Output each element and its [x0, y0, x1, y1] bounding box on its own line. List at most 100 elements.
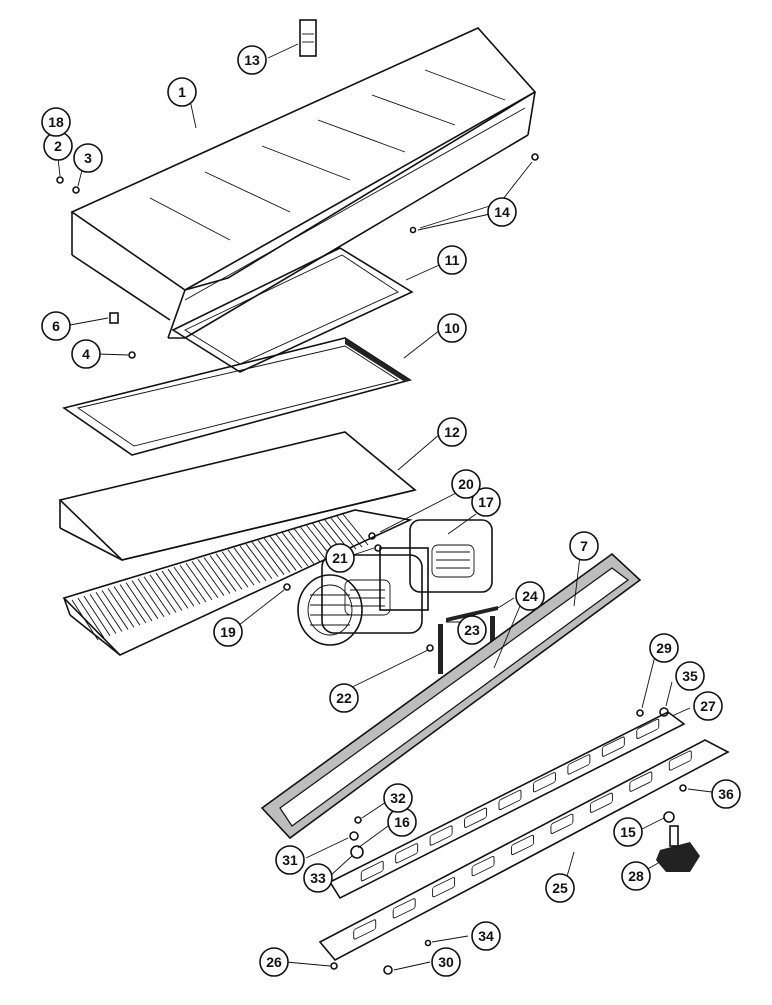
callout-circle [569, 531, 599, 561]
rail-window [636, 718, 660, 739]
callout-33: 33 [303, 863, 333, 893]
callout-36: 36 [711, 779, 741, 809]
louver-slat [293, 528, 321, 563]
louver-slat [185, 563, 213, 601]
callout-25: 25 [545, 873, 575, 903]
rail-window [550, 813, 574, 834]
filter-frame-part [62, 337, 412, 456]
louver-slat [203, 557, 231, 594]
louver-slat [77, 597, 105, 639]
callout-number: 33 [310, 870, 326, 886]
callout-number: 4 [82, 346, 90, 362]
callout-31: 31 [275, 845, 305, 875]
housing-part [70, 27, 537, 339]
louver-slat [143, 576, 171, 615]
callout-30: 30 [431, 947, 461, 977]
callout-circle [451, 469, 481, 499]
callout-1: 1 [167, 77, 197, 107]
filter-tray-part [58, 431, 417, 656]
louver-slat [179, 564, 207, 603]
callout-circle [437, 417, 467, 447]
callout-27: 27 [693, 691, 723, 721]
louver-slat [113, 586, 141, 626]
gasket-part [171, 247, 414, 373]
callout-35: 35 [675, 661, 705, 691]
callout-26: 26 [259, 947, 289, 977]
rail-window [432, 877, 456, 898]
rail-window [532, 772, 556, 793]
callout-11: 11 [437, 245, 467, 275]
vent-rail-lower-part [318, 739, 730, 962]
callout-number: 29 [656, 640, 672, 656]
louver-slat [149, 574, 177, 613]
callout-number: 16 [394, 814, 410, 830]
callout-number: 26 [266, 954, 282, 970]
callout-number: 19 [220, 624, 236, 640]
callout-circle [649, 633, 679, 663]
louver-slat [167, 568, 195, 607]
callout-22: 22 [329, 683, 359, 713]
rail-window [353, 919, 377, 940]
vent-rail-upper-part [328, 711, 686, 900]
louver-slat [83, 595, 111, 637]
rail-window [392, 898, 416, 919]
callout-number: 20 [458, 476, 474, 492]
callout-circle [437, 245, 467, 275]
rail-window [429, 825, 453, 846]
callout-34: 34 [471, 921, 501, 951]
louver-slat [299, 526, 327, 561]
callout-number: 15 [620, 824, 636, 840]
callout-number: 34 [478, 928, 494, 944]
callout-number: 32 [390, 790, 406, 806]
callout-3: 3 [73, 143, 103, 173]
callout-13: 13 [237, 45, 267, 75]
callout-number: 31 [282, 852, 298, 868]
callout-circle [383, 783, 413, 813]
callout-6: 6 [41, 311, 71, 341]
rail-lower-windows [353, 750, 692, 940]
callout-number: 27 [700, 698, 716, 714]
louver-slat [251, 541, 279, 577]
callout-number: 23 [464, 622, 480, 638]
louver-slat [209, 555, 237, 592]
callout-circle [621, 861, 651, 891]
callout-circle [431, 947, 461, 977]
rail-window [498, 789, 522, 811]
callout-number: 25 [552, 880, 568, 896]
rail-window [511, 834, 534, 856]
rail-window [464, 807, 488, 828]
frame-gasket-part [260, 552, 642, 840]
louver-slat [95, 592, 123, 632]
callout-18: 18 [41, 107, 71, 137]
louver-slat [197, 559, 225, 596]
louver-slat [101, 590, 129, 630]
callout-circle [675, 661, 705, 691]
louver-slat [173, 566, 201, 605]
louver-slat [71, 599, 99, 641]
callout-circle [471, 921, 501, 951]
callout-number: 17 [478, 494, 494, 510]
callout-circle [41, 311, 71, 341]
callout-circle [487, 197, 517, 227]
rail-upper-windows [360, 718, 660, 882]
louver-slat [137, 578, 165, 618]
louver-slat [215, 553, 243, 590]
callout-15: 15 [613, 817, 643, 847]
callout-number: 11 [445, 252, 460, 268]
callout-circle [73, 143, 103, 173]
callout-circle [515, 581, 545, 611]
callout-circle [71, 339, 101, 369]
callout-number: 24 [522, 588, 538, 604]
callout-circle [275, 845, 305, 875]
louver-slat [89, 593, 117, 634]
louver-slat [257, 539, 285, 575]
callout-circle [303, 863, 333, 893]
callout-circle [471, 487, 501, 517]
louver-slat [335, 514, 363, 548]
louver-slat [263, 537, 291, 573]
callout-circle [213, 617, 243, 647]
small-hardware [56, 153, 687, 975]
callout-number: 7 [580, 538, 588, 554]
callout-circle [325, 543, 355, 573]
